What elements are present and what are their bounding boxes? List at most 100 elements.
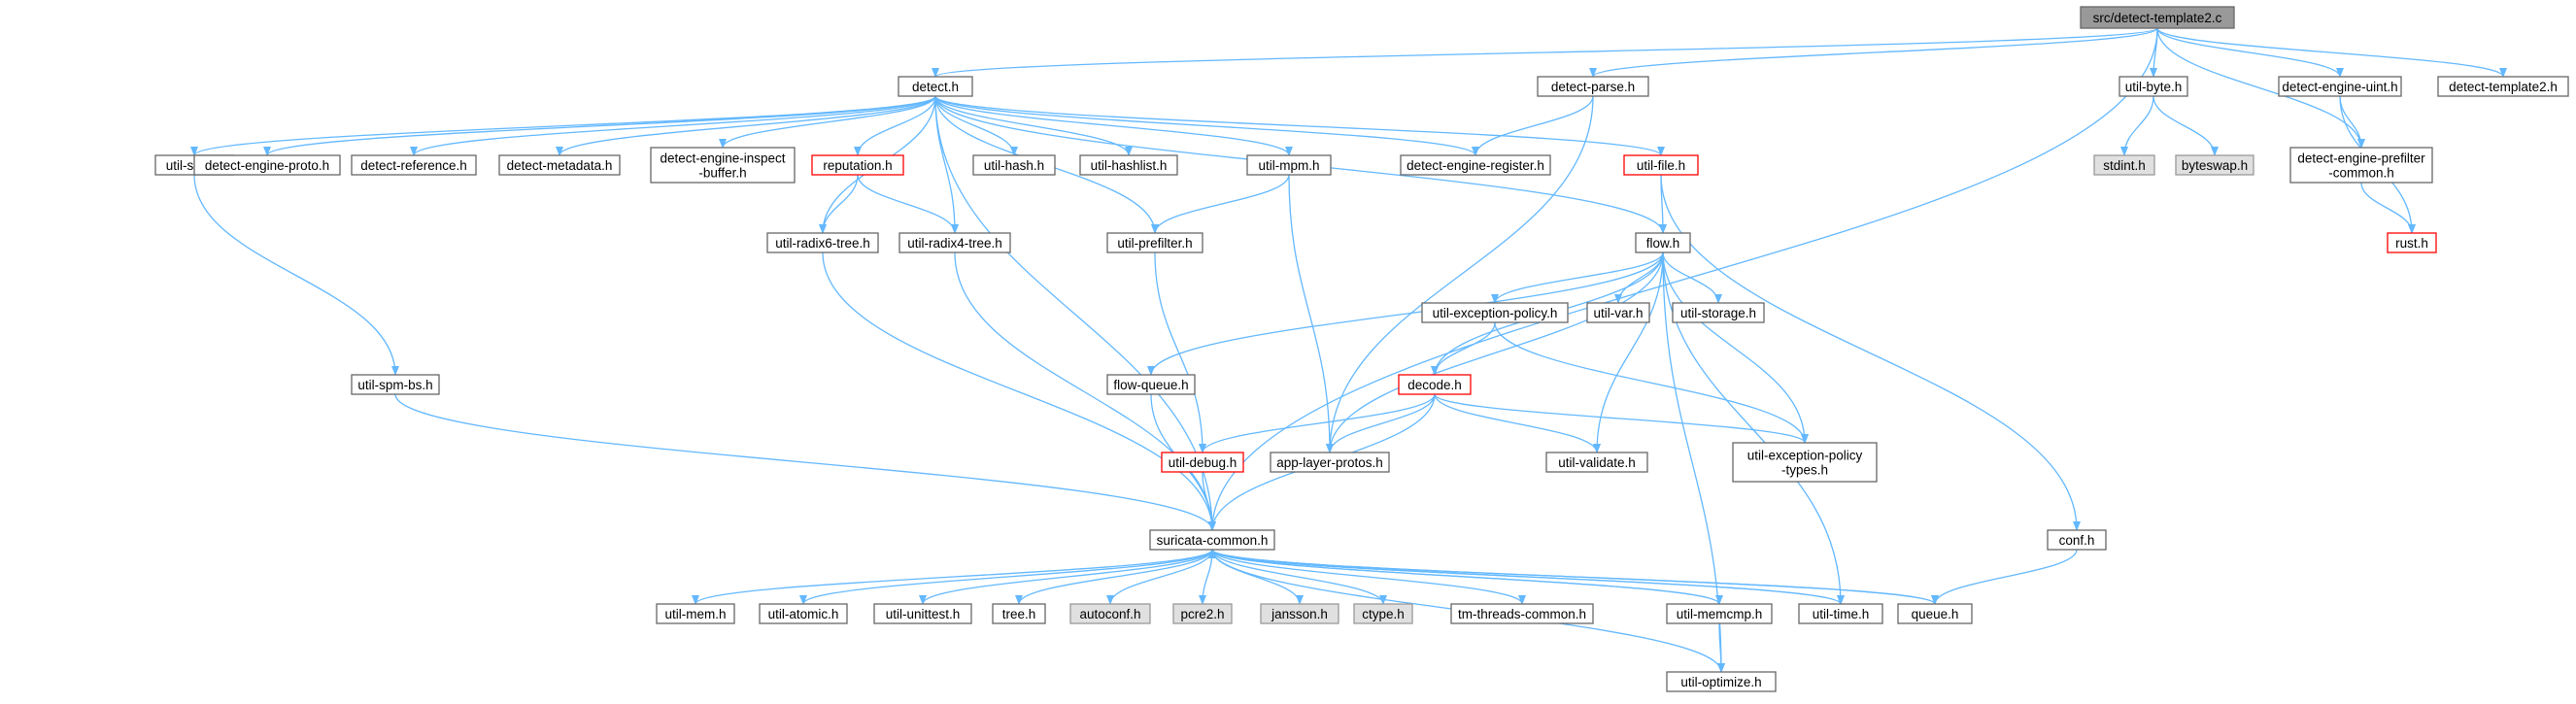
node-box[interactable] bbox=[498, 154, 621, 176]
node-box[interactable] bbox=[2175, 154, 2254, 176]
node-box[interactable] bbox=[2118, 76, 2188, 97]
node-box[interactable] bbox=[1732, 442, 1878, 483]
node-label: util-radix6-tree.h bbox=[775, 236, 870, 251]
node-byteswap[interactable]: byteswap.h bbox=[2175, 154, 2254, 176]
node-box[interactable] bbox=[2093, 154, 2155, 176]
node-util_hashlist[interactable]: util-hashlist.h bbox=[1079, 154, 1178, 176]
node-util_radix4[interactable]: util-radix4-tree.h bbox=[898, 232, 1011, 253]
node-util_exc_types[interactable]: util-exception-policy-types.h bbox=[1732, 442, 1878, 483]
node-util_prefilter[interactable]: util-prefilter.h bbox=[1106, 232, 1203, 253]
node-reputation[interactable]: reputation.h bbox=[811, 154, 904, 176]
node-queue_h[interactable]: queue.h bbox=[1897, 603, 1973, 624]
node-autoconf[interactable]: autoconf.h bbox=[1069, 603, 1151, 624]
node-box[interactable] bbox=[873, 603, 972, 624]
node-box[interactable] bbox=[1161, 452, 1244, 473]
node-app_layer_protos[interactable]: app-layer-protos.h bbox=[1270, 452, 1390, 473]
node-box[interactable] bbox=[2387, 232, 2437, 253]
node-suricata_common[interactable]: suricata-common.h bbox=[1149, 529, 1275, 551]
node-util_file[interactable]: util-file.h bbox=[1623, 154, 1699, 176]
node-util_optimize[interactable]: util-optimize.h bbox=[1666, 671, 1777, 692]
node-conf_h[interactable]: conf.h bbox=[2047, 529, 2107, 551]
node-de_register[interactable]: detect-engine-register.h bbox=[1400, 154, 1551, 176]
node-box[interactable] bbox=[1353, 603, 1413, 624]
node-util_var[interactable]: util-var.h bbox=[1586, 302, 1650, 323]
node-detect_metadata[interactable]: detect-metadata.h bbox=[498, 154, 621, 176]
node-util_exc_policy[interactable]: util-exception-policy.h bbox=[1421, 302, 1569, 323]
node-box[interactable] bbox=[1260, 603, 1339, 624]
node-util_validate[interactable]: util-validate.h bbox=[1545, 452, 1648, 473]
node-box[interactable] bbox=[1106, 374, 1196, 395]
node-box[interactable] bbox=[811, 154, 904, 176]
node-box[interactable] bbox=[2289, 147, 2433, 184]
node-box[interactable] bbox=[2047, 529, 2107, 551]
node-detect_reference[interactable]: detect-reference.h bbox=[351, 154, 477, 176]
node-box[interactable] bbox=[1069, 603, 1151, 624]
node-box[interactable] bbox=[1537, 76, 1649, 97]
node-util_memcmp[interactable]: util-memcmp.h bbox=[1666, 603, 1773, 624]
node-box[interactable] bbox=[656, 603, 735, 624]
node-tree_h[interactable]: tree.h bbox=[992, 603, 1046, 624]
node-detect_parse[interactable]: detect-parse.h bbox=[1537, 76, 1649, 97]
node-box[interactable] bbox=[1623, 154, 1699, 176]
node-box[interactable] bbox=[1106, 232, 1203, 253]
node-jansson[interactable]: jansson.h bbox=[1260, 603, 1339, 624]
node-box[interactable] bbox=[1798, 603, 1883, 624]
node-de_inspect[interactable]: detect-engine-inspect-buffer.h bbox=[650, 147, 796, 184]
node-box[interactable] bbox=[898, 232, 1011, 253]
node-box[interactable] bbox=[2278, 76, 2402, 97]
node-de_proto[interactable]: detect-engine-proto.h bbox=[193, 154, 341, 176]
node-util_mpm[interactable]: util-mpm.h bbox=[1246, 154, 1332, 176]
node-util_mem[interactable]: util-mem.h bbox=[656, 603, 735, 624]
node-box[interactable] bbox=[351, 374, 440, 395]
node-flow_h[interactable]: flow.h bbox=[1635, 232, 1691, 253]
node-box[interactable] bbox=[1897, 603, 1973, 624]
node-box[interactable] bbox=[2437, 76, 2569, 97]
node-util_storage[interactable]: util-storage.h bbox=[1672, 302, 1765, 323]
node-stdint[interactable]: stdint.h bbox=[2093, 154, 2155, 176]
node-box[interactable] bbox=[1149, 529, 1275, 551]
node-box[interactable] bbox=[1079, 154, 1178, 176]
node-box[interactable] bbox=[972, 154, 1056, 176]
node-box[interactable] bbox=[992, 603, 1046, 624]
node-box[interactable] bbox=[2080, 6, 2235, 29]
node-decode_h[interactable]: decode.h bbox=[1398, 374, 1472, 395]
node-box[interactable] bbox=[1635, 232, 1691, 253]
node-box[interactable] bbox=[1666, 603, 1773, 624]
node-box[interactable] bbox=[1586, 302, 1650, 323]
node-box[interactable] bbox=[1672, 302, 1765, 323]
node-label: util-exception-policy bbox=[1747, 449, 1863, 463]
node-box[interactable] bbox=[1246, 154, 1332, 176]
node-util_unittest[interactable]: util-unittest.h bbox=[873, 603, 972, 624]
node-util_byte[interactable]: util-byte.h bbox=[2118, 76, 2188, 97]
node-util_radix6[interactable]: util-radix6-tree.h bbox=[766, 232, 879, 253]
node-pcre2[interactable]: pcre2.h bbox=[1172, 603, 1233, 624]
node-root[interactable]: src/detect-template2.c bbox=[2080, 6, 2235, 29]
node-box[interactable] bbox=[898, 76, 973, 97]
node-box[interactable] bbox=[766, 232, 879, 253]
node-box[interactable] bbox=[1172, 603, 1233, 624]
node-box[interactable] bbox=[1270, 452, 1390, 473]
node-box[interactable] bbox=[1666, 671, 1777, 692]
node-box[interactable] bbox=[1400, 154, 1551, 176]
node-rust[interactable]: rust.h bbox=[2387, 232, 2437, 253]
node-de_uint[interactable]: detect-engine-uint.h bbox=[2278, 76, 2402, 97]
node-de_prefilter_common[interactable]: detect-engine-prefilter-common.h bbox=[2289, 147, 2433, 184]
node-util_debug[interactable]: util-debug.h bbox=[1161, 452, 1244, 473]
node-box[interactable] bbox=[351, 154, 477, 176]
node-box[interactable] bbox=[193, 154, 341, 176]
node-util_atomic[interactable]: util-atomic.h bbox=[759, 603, 848, 624]
node-box[interactable] bbox=[650, 147, 796, 184]
node-detect_h[interactable]: detect.h bbox=[898, 76, 973, 97]
node-util_hash[interactable]: util-hash.h bbox=[972, 154, 1056, 176]
node-box[interactable] bbox=[759, 603, 848, 624]
node-box[interactable] bbox=[1545, 452, 1648, 473]
node-detect_template2[interactable]: detect-template2.h bbox=[2437, 76, 2569, 97]
node-box[interactable] bbox=[1450, 603, 1594, 624]
node-flow_queue[interactable]: flow-queue.h bbox=[1106, 374, 1196, 395]
node-box[interactable] bbox=[1421, 302, 1569, 323]
node-box[interactable] bbox=[1398, 374, 1472, 395]
node-tm_threads[interactable]: tm-threads-common.h bbox=[1450, 603, 1594, 624]
node-util_time[interactable]: util-time.h bbox=[1798, 603, 1883, 624]
node-util_spm_bs[interactable]: util-spm-bs.h bbox=[351, 374, 440, 395]
node-ctype[interactable]: ctype.h bbox=[1353, 603, 1413, 624]
